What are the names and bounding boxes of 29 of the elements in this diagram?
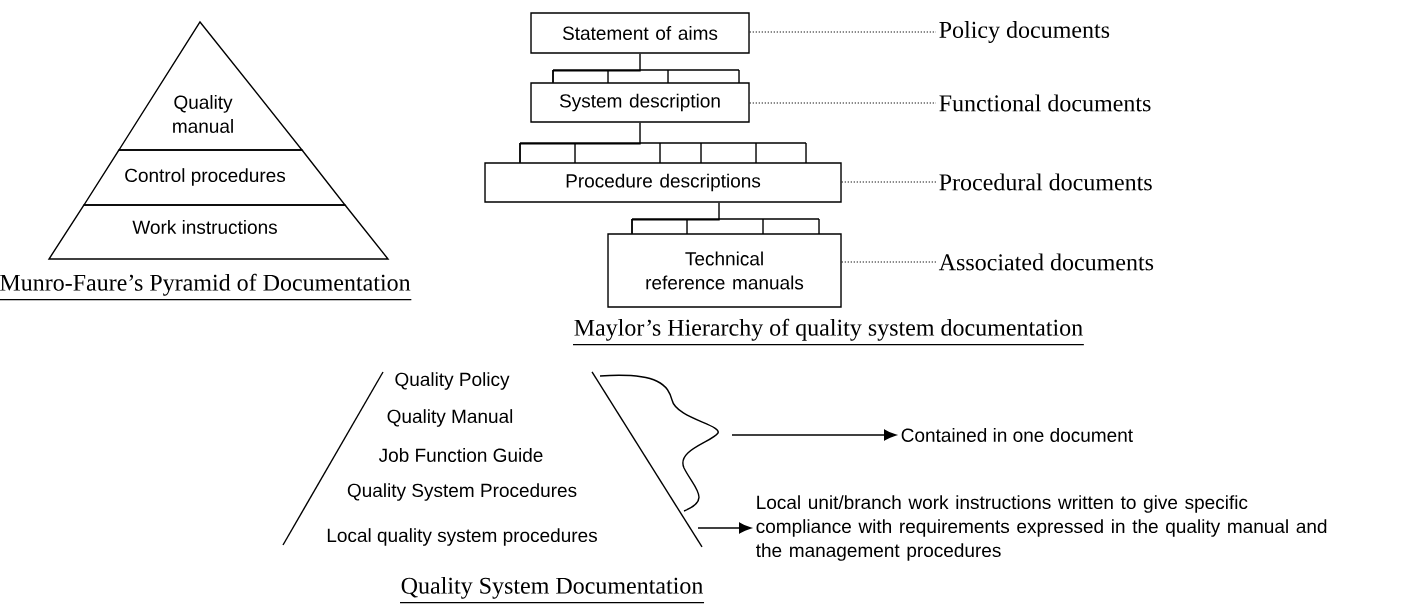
note-text: Contained in one document xyxy=(901,428,1133,442)
document-box: System description xyxy=(530,82,750,123)
level-label: Job Function Guide xyxy=(378,448,543,462)
document-type-label: Functional documents xyxy=(939,94,1151,112)
level-label: Quality System Procedures xyxy=(347,483,577,501)
arrow xyxy=(697,522,752,534)
document-box: Statement of aims xyxy=(530,12,750,54)
connector-line xyxy=(552,53,641,83)
level-label: Quality Policy xyxy=(395,372,510,390)
underlined-caption: Maylor’s Hierarchy of quality system documentation xyxy=(572,318,1085,346)
leader-line xyxy=(841,181,937,183)
document-type-label: Policy documents xyxy=(939,21,1110,43)
leader-line xyxy=(749,31,937,33)
note-text: Local unit/branch work instructions written to give specific compliance with requirements expressed in the quality manual and the management procedures xyxy=(756,495,1327,561)
document-type-label: Associated documents xyxy=(938,253,1154,271)
leader-line xyxy=(749,102,937,104)
underlined-caption: Munro-Faure’s Pyramid of Documentation xyxy=(0,273,412,301)
document-box: Procedure descriptions xyxy=(484,162,842,203)
connector-line xyxy=(519,122,641,163)
leader-line xyxy=(841,261,937,263)
pyramid-tier: Work instructions xyxy=(47,204,390,260)
level-label: Local quality system procedures xyxy=(327,528,597,546)
arrow xyxy=(731,429,897,441)
document-box: Technical reference manuals xyxy=(607,233,842,308)
level-label: Quality Manual xyxy=(387,409,513,427)
connector-line xyxy=(631,202,720,234)
document-type-label: Procedural documents xyxy=(939,173,1152,191)
underlined-caption: Quality System Documentation xyxy=(399,576,705,604)
pyramid-tier: Control procedures xyxy=(82,149,347,206)
